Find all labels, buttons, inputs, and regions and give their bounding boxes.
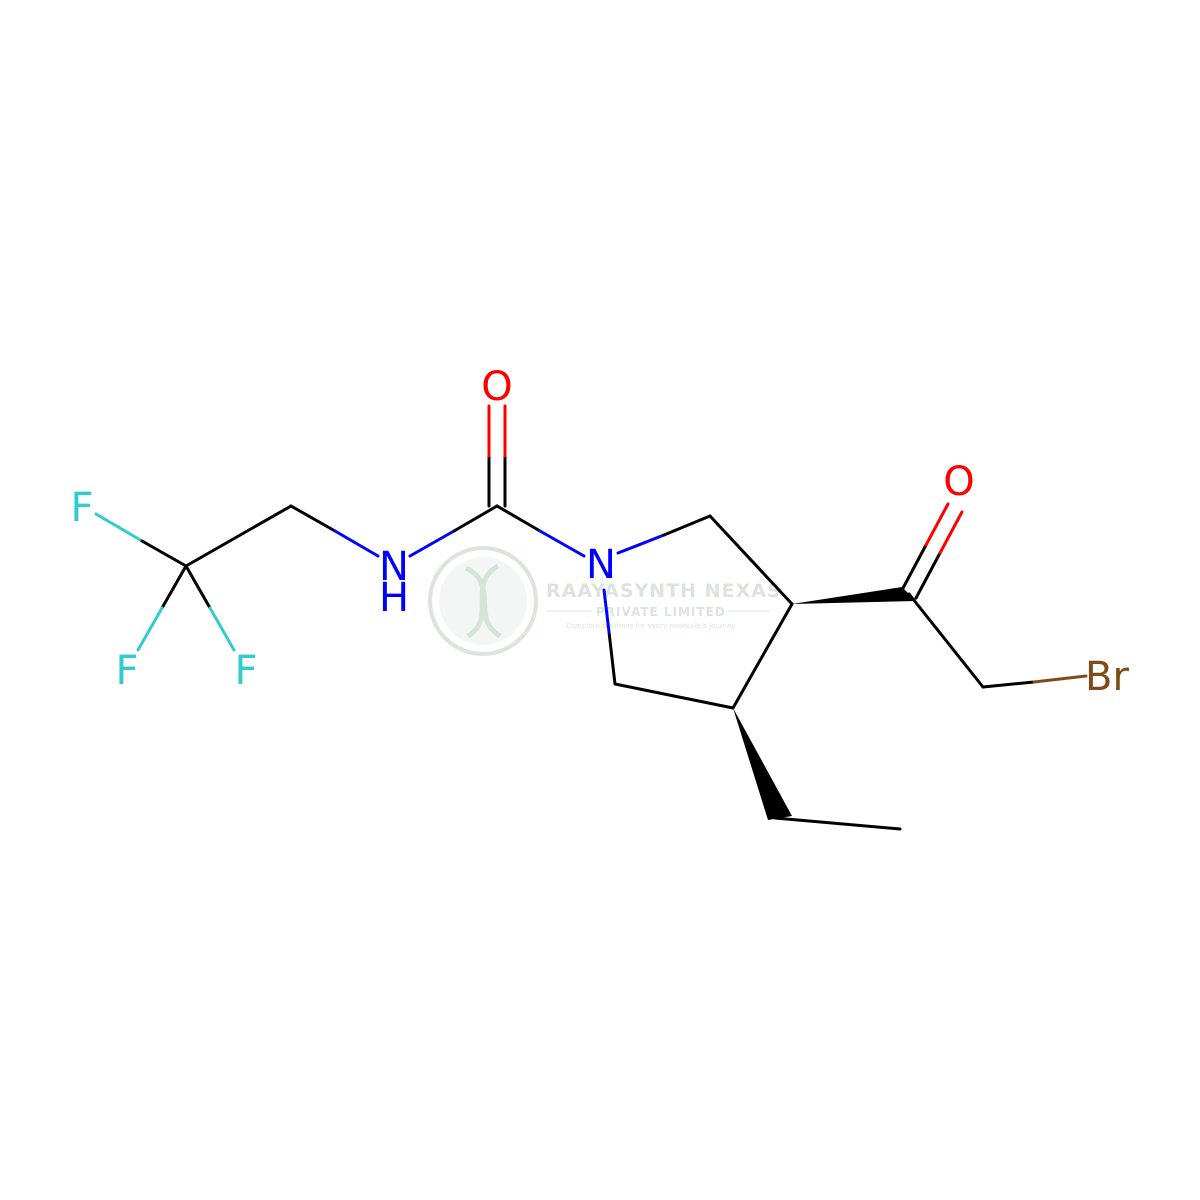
oxygen-urea-label: O [481, 364, 512, 410]
bond-ketone-o [914, 551, 942, 600]
bond-f-top-c [94, 512, 144, 543]
bond-ch2-nh [289, 504, 337, 533]
bond-c5-nring [607, 630, 617, 686]
bond-ethyl-ch2-ch3 [773, 816, 902, 831]
bond-ketone-o [938, 510, 964, 555]
nitrogen-amide-hydrogen-label: H [379, 575, 409, 621]
bond-carbonyl-nring [538, 529, 586, 558]
bond-nh-carbonyl [408, 529, 456, 558]
bond-ketone-o [900, 543, 928, 592]
bond-c3-c4 [731, 602, 794, 710]
bond-f-right-c [184, 564, 212, 610]
bond-carbonyl-nring [495, 504, 542, 533]
bond-ch2-nh [333, 529, 380, 558]
bond-c2-c3 [708, 514, 794, 606]
fluorine-left-label: F [115, 648, 138, 694]
bond-nring-c2 [616, 533, 666, 555]
nitrogen-amide-label: N [379, 544, 409, 590]
watermark-tagline: Complete solutions for every molecule's … [566, 622, 735, 630]
oxygen-ketone-label: O [943, 459, 974, 505]
bond-ketone-o [924, 502, 950, 547]
watermark-title: RAAYASYNTH NEXAS [546, 580, 782, 602]
bonds [94, 404, 1088, 831]
wedge-bond-c4-ethyl [733, 708, 792, 820]
bromine-label: Br [1085, 654, 1129, 700]
dna-helix-icon [464, 563, 502, 639]
watermark-logo-circle [428, 546, 538, 656]
bond-ketone-ch2 [907, 592, 985, 689]
watermark-subtitle: PRIVATE LIMITED [596, 605, 726, 619]
bond-f-top-c [140, 539, 188, 568]
nitrogen-ring-label: N [586, 542, 616, 588]
bond-f-left-c [136, 606, 164, 652]
fluorine-top-label: F [70, 485, 93, 531]
bond-c4-c5 [613, 682, 735, 710]
bond-ch2-br [981, 680, 1036, 689]
wedge-bond-c3-ketone [792, 587, 916, 604]
bond-c5-nring [602, 588, 611, 634]
fluorine-right-label: F [234, 648, 257, 694]
bond-f-left-c [160, 564, 188, 610]
bond-nh-carbonyl [452, 504, 499, 533]
bond-f-right-c [208, 606, 236, 652]
bond-cf3-ch2 [184, 504, 293, 568]
bond-nring-c2 [662, 514, 712, 537]
bond-ch2-br [1032, 674, 1088, 684]
atom-labels: O O N H N F F F Br [70, 364, 1129, 700]
